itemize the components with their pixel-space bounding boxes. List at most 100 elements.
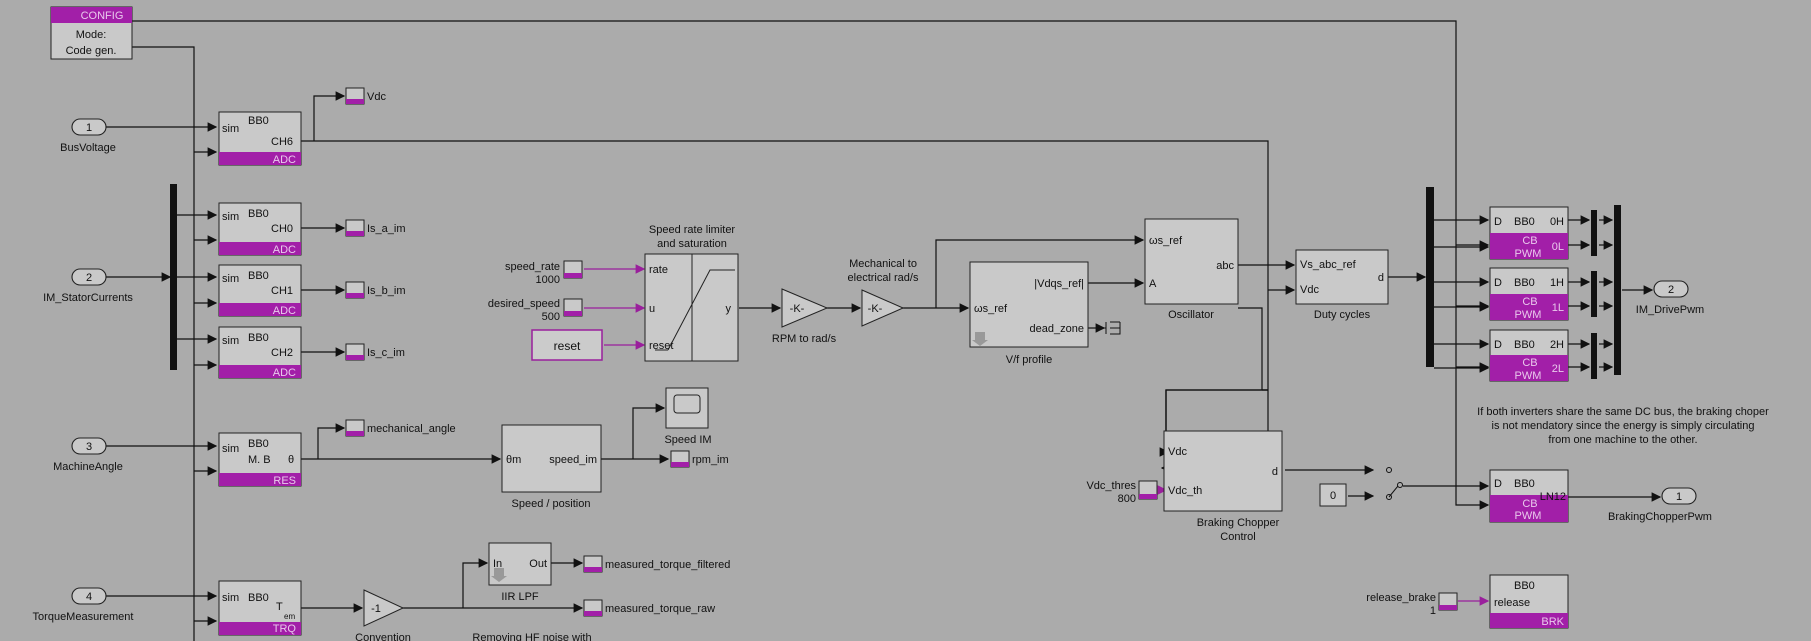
inport-im-statorcurrents[interactable]: 2 IM_StatorCurrents bbox=[43, 268, 133, 304]
resolver-block[interactable]: sim BB0 M. B θ RES bbox=[218, 432, 302, 487]
braking-chopper-block[interactable]: Vdc Vdc_th d Braking Chopper Control bbox=[1163, 430, 1283, 543]
duty-cycles-block[interactable]: Vs_abc_ref Vdc d Duty cycles bbox=[1295, 249, 1389, 321]
adc-block-ch0[interactable]: sim BB0 CH0 ADC bbox=[218, 202, 302, 256]
brake-in-th: Vdc_th bbox=[1168, 485, 1202, 497]
pwm-bus-bar[interactable] bbox=[1426, 187, 1434, 367]
trq-t: T bbox=[276, 601, 283, 613]
outport-number: 1 bbox=[1676, 491, 1682, 503]
param-label: Vdc_thres bbox=[1086, 480, 1136, 492]
constant-zero-block[interactable]: 0 bbox=[1319, 483, 1347, 507]
pwm-d: D bbox=[1494, 277, 1502, 289]
adc-top: BB0 bbox=[248, 208, 269, 220]
adc-block-ch1[interactable]: sim BB0 CH1 ADC bbox=[218, 264, 302, 317]
res-theta: θ bbox=[288, 454, 294, 466]
limiter-in-rate: rate bbox=[649, 264, 668, 276]
inport-machineangle[interactable]: 3 MachineAngle bbox=[53, 437, 123, 473]
speedpos-out: speed_im bbox=[549, 454, 597, 466]
inport-name: TorqueMeasurement bbox=[33, 611, 134, 623]
goto-is-b[interactable]: Is_b_im bbox=[345, 281, 406, 299]
iir-lpf-block[interactable]: In Out IIR LPF Removing HF noise with bbox=[472, 542, 592, 641]
mech-to-elec-label-1: Mechanical to bbox=[849, 258, 917, 270]
note-line-1: If both inverters share the same DC bus,… bbox=[1477, 406, 1769, 418]
sim-label: sim bbox=[222, 335, 239, 347]
speed-rate-param[interactable]: speed_rate 1000 bbox=[505, 260, 583, 286]
inport-number: 1 bbox=[86, 122, 92, 134]
config-block[interactable]: CONFIG Mode: Code gen. bbox=[50, 6, 133, 60]
goto-vdc[interactable]: Vdc bbox=[345, 87, 386, 105]
adc-block-ch6[interactable]: sim BB0 CH6 ADC bbox=[218, 111, 302, 166]
brake-out-d: d bbox=[1272, 466, 1278, 478]
vf-profile-block[interactable]: ωs_ref |Vdqs_ref| dead_zone V/f profile bbox=[969, 261, 1089, 366]
mux-bar-out[interactable] bbox=[1614, 205, 1621, 375]
pwm-block-1[interactable]: D BB0 1H CB 1L PWM bbox=[1489, 267, 1569, 321]
mux-bar-0[interactable] bbox=[1591, 210, 1597, 256]
desired-speed-param[interactable]: desired_speed 500 bbox=[488, 298, 583, 323]
config-mode-value: Code gen. bbox=[66, 45, 117, 57]
convention-label: Convention bbox=[355, 632, 411, 641]
adc-top: BB0 bbox=[248, 270, 269, 282]
goto-rpm-im[interactable]: rpm_im bbox=[670, 450, 729, 468]
goto-measured-torque-filtered[interactable]: measured_torque_filtered bbox=[583, 555, 730, 573]
rpm-to-rad-gain[interactable]: -K- RPM to rad/s bbox=[772, 288, 837, 345]
scope-label: Speed IM bbox=[664, 434, 711, 446]
goto-mechanical-angle[interactable]: mechanical_angle bbox=[345, 419, 456, 437]
outport-im-drivepwm[interactable]: 2 IM_DrivePwm bbox=[1636, 280, 1704, 316]
iir-in: In bbox=[493, 558, 502, 570]
vf-label: V/f profile bbox=[1006, 354, 1052, 366]
inport-torquemeasurement[interactable]: 4 TorqueMeasurement bbox=[33, 587, 134, 623]
outport-name: BrakingChopperPwm bbox=[1608, 511, 1712, 523]
speed-im-scope[interactable]: Speed IM bbox=[664, 387, 712, 446]
brake-pwm-block[interactable]: D BB0 LN12 CB PWM bbox=[1489, 469, 1569, 523]
speed-rate-limiter-block[interactable]: Speed rate limiter and saturation rate u… bbox=[644, 224, 739, 362]
inport-number: 2 bbox=[86, 272, 92, 284]
adc-type: ADC bbox=[273, 367, 296, 379]
inport-number: 3 bbox=[86, 441, 92, 453]
gain-label: -1 bbox=[371, 603, 381, 615]
mux-bar-1[interactable] bbox=[1591, 271, 1597, 317]
inport-busvoltage[interactable]: 1 BusVoltage bbox=[60, 118, 116, 154]
convention-gain[interactable]: -1 Convention bbox=[355, 589, 411, 641]
mech-to-elec-gain[interactable]: -K- Mechanical to electrical rad/s bbox=[848, 258, 919, 327]
res-type: RES bbox=[273, 475, 296, 487]
release-brake-param[interactable]: release_brake 1 bbox=[1366, 592, 1458, 617]
pwm-label: PWM bbox=[1515, 370, 1542, 382]
goto-label: Is_c_im bbox=[367, 347, 405, 359]
terminator bbox=[1100, 321, 1121, 335]
pwm-bb: BB0 bbox=[1514, 277, 1535, 289]
sim-label: sim bbox=[222, 443, 239, 455]
trq-em: em bbox=[284, 612, 295, 621]
adc-block-ch2[interactable]: sim BB0 CH2 ADC bbox=[218, 326, 302, 379]
goto-measured-torque-raw[interactable]: measured_torque_raw bbox=[583, 599, 715, 617]
speed-position-block[interactable]: θm speed_im Speed / position bbox=[501, 424, 602, 510]
param-label: release_brake bbox=[1366, 592, 1436, 604]
param-value: 1 bbox=[1430, 605, 1436, 617]
oscillator-block[interactable]: ωs_ref A abc Oscillator bbox=[1144, 218, 1239, 321]
vdc-thres-param[interactable]: Vdc_thres 800 bbox=[1086, 480, 1158, 505]
vf-out-vdqs: |Vdqs_ref| bbox=[1034, 278, 1084, 290]
reset-button[interactable]: reset bbox=[531, 329, 603, 361]
pwm-block-2[interactable]: D BB0 2H CB 2L PWM bbox=[1489, 329, 1569, 382]
torque-block[interactable]: sim BB0 T em TRQ bbox=[218, 580, 302, 636]
vf-out-deadzone: dead_zone bbox=[1030, 323, 1084, 335]
config-title: CONFIG bbox=[81, 10, 124, 22]
sim-label: sim bbox=[222, 592, 239, 604]
pwm-lo: 1L bbox=[1552, 302, 1564, 314]
iir-label: IIR LPF bbox=[501, 591, 539, 603]
manual-switch[interactable] bbox=[1386, 467, 1403, 500]
goto-is-a[interactable]: Is_a_im bbox=[345, 219, 406, 237]
res-mid: M. B bbox=[248, 454, 271, 466]
param-label: speed_rate bbox=[505, 261, 560, 273]
pwm-block-0[interactable]: D BB0 0H CB 0L PWM bbox=[1489, 206, 1569, 260]
outport-brakingchopperpwm[interactable]: 1 BrakingChopperPwm bbox=[1608, 487, 1712, 523]
pwm-hi: 1H bbox=[1550, 277, 1564, 289]
brk-block[interactable]: BB0 release BRK bbox=[1489, 574, 1569, 629]
duty-cycles-label: Duty cycles bbox=[1314, 309, 1371, 321]
goto-label: Is_a_im bbox=[367, 223, 406, 235]
reset-button-label: reset bbox=[554, 339, 581, 353]
demux-bar[interactable] bbox=[170, 184, 177, 370]
goto-label: measured_torque_filtered bbox=[605, 559, 730, 571]
pwm-cb: CB bbox=[1522, 296, 1537, 308]
mux-bar-2[interactable] bbox=[1591, 333, 1597, 379]
goto-is-c[interactable]: Is_c_im bbox=[345, 343, 405, 361]
iir-note: Removing HF noise with bbox=[472, 632, 591, 641]
